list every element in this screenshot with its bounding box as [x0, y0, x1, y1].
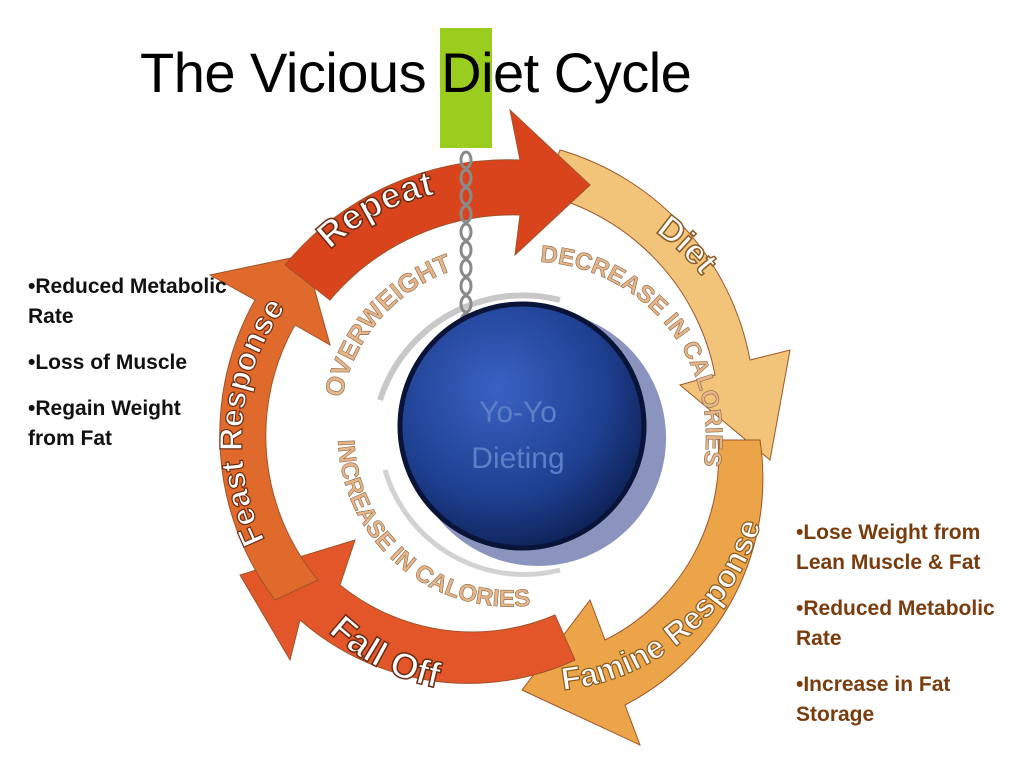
center-label-line1: Yo-Yo: [479, 396, 557, 429]
arrow-falloff: [239, 539, 576, 684]
arrow-feast-shape: [208, 254, 331, 601]
chain-icon: [459, 150, 473, 332]
right-note-item: •Increase in Fat Storage: [796, 673, 951, 726]
accent-bar: [440, 28, 492, 148]
left-note-item: •Reduced Metabolic Rate: [28, 275, 227, 328]
arrow-diet: [544, 149, 791, 461]
inner-ring-accent: [377, 292, 561, 401]
center-label-line2: Dieting: [471, 442, 564, 475]
arrow-famine-shape: [521, 439, 764, 746]
arrow-diet-shape: [544, 149, 791, 461]
right-note-item: •Reduced Metabolic Rate: [796, 597, 995, 650]
right-notes: •Lose Weight from Lean Muscle & Fat •Red…: [796, 518, 1011, 746]
arrow-famine: [521, 439, 764, 746]
arrow-repeat: [284, 108, 591, 301]
arrow-falloff-shape: [239, 539, 576, 684]
right-note-item: •Lose Weight from Lean Muscle & Fat: [796, 521, 981, 574]
left-notes: •Reduced Metabolic Rate •Loss of Muscle …: [28, 272, 228, 470]
page-title: The Vicious Diet Cycle: [140, 41, 692, 104]
arrow-feast: [208, 254, 331, 601]
arrow-repeat-shape: [284, 108, 591, 301]
left-note-item: •Regain Weight from Fat: [28, 397, 181, 450]
yoyo-ball-icon: [397, 301, 647, 551]
inner-ring-accent-lower: [382, 469, 561, 577]
left-note-item: •Loss of Muscle: [28, 351, 188, 374]
